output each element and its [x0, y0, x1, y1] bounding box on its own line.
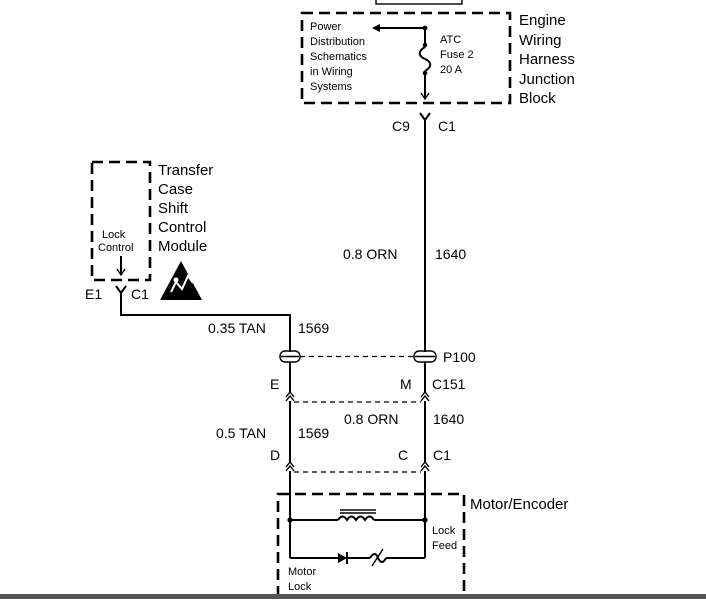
diode-icon: [338, 553, 347, 563]
tccm-box: [90, 160, 152, 282]
orn-gauge-lower: 0.8 ORN: [344, 411, 398, 427]
fuse-icon: [418, 46, 432, 72]
pin-e-label: E: [270, 376, 279, 392]
motor-connector-chevron-left-icon: [285, 460, 295, 472]
motor-encoder-title: Motor/Encoder: [470, 496, 568, 513]
cut-off-label-box: [375, 0, 463, 5]
motor-connector-chevron-right-icon: [420, 460, 430, 472]
pin-d-label: D: [270, 447, 280, 463]
female-terminal-arrow-icon: [420, 92, 430, 101]
motor-lock-label: Motor Lock: [288, 566, 319, 593]
p100-label: P100: [443, 349, 476, 365]
lock-control-terminal-arrow-icon: [116, 268, 126, 277]
tan-circuit-lower: 1569: [298, 425, 329, 441]
e1-connector-icon: [115, 285, 127, 295]
pin-m-label: M: [400, 376, 412, 392]
e1-connector-label: C1: [131, 286, 149, 302]
bottom-frame-border: [0, 594, 706, 599]
c9-connector-label: C1: [438, 118, 456, 134]
tan-1569-wire-upper: [120, 293, 291, 352]
pd-reference-arrow-icon: [372, 24, 380, 32]
coil-icon: [337, 515, 375, 522]
power-distribution-label: Power Distribution Schematics in Wiring …: [310, 21, 370, 93]
tan-circuit-upper: 1569: [298, 320, 329, 336]
esd-warning-icon: [160, 261, 202, 300]
lock-control-label: Lock Control: [98, 229, 133, 254]
motor-encoder-box: [276, 492, 466, 604]
engine-block-title: Engine Wiring Harness Junction Block: [519, 12, 579, 107]
motor-connector-label: C1: [433, 447, 451, 463]
tccm-title: Transfer Case Shift Control Module: [158, 162, 217, 255]
pin-c-label: C: [398, 447, 408, 463]
engine-junction-block-box: [300, 11, 512, 105]
lock-feed-label: Lock Feed: [432, 525, 458, 552]
orn-gauge-upper: 0.8 ORN: [343, 246, 397, 262]
c9-connector-icon: [419, 112, 431, 122]
tan-gauge-upper: 0.35 TAN: [208, 320, 266, 336]
orn-circuit-lower: 1640: [433, 411, 464, 427]
fuse-label: ATC Fuse 2 20 A: [440, 34, 477, 76]
tan-gauge-lower: 0.5 TAN: [216, 425, 266, 441]
c151-chevron-left-icon: [285, 390, 295, 402]
orn-circuit-upper: 1640: [435, 246, 466, 262]
fuse-terminal-top: [422, 42, 428, 48]
c151-chevron-right-icon: [420, 390, 430, 402]
c9-pin-label: C9: [392, 118, 410, 134]
e1-pin-label: E1: [85, 286, 102, 302]
c151-label: C151: [432, 376, 466, 392]
varistor-slash: [371, 548, 384, 567]
